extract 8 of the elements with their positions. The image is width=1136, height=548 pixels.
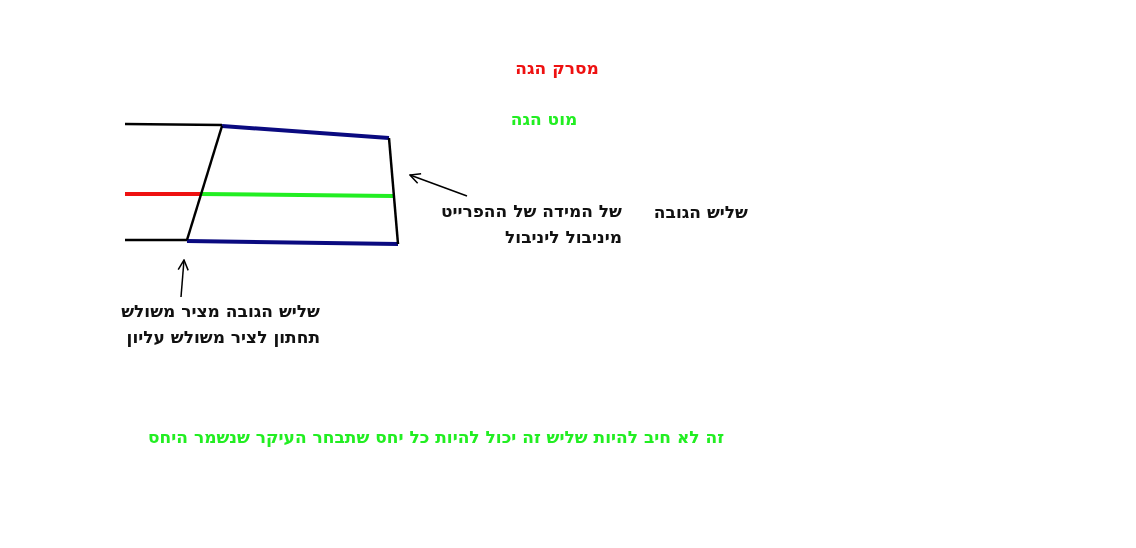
part-label: מוט הגה — [510, 108, 578, 131]
note-text: זה לא חיב להיות שליש זה יכול להיות כל יחס שתבחר העיקר שנשמר היחס — [148, 426, 724, 449]
leader-line — [177, 259, 189, 298]
leader-line — [409, 173, 468, 197]
annotation-text: שליש הגובה — [653, 201, 748, 224]
annotation-text: של המידה של ההפרייט מיניבול ליניבול — [439, 200, 622, 249]
annotation-text: שליש הגובה מציר משולש תחתון לציר משולש עליון — [120, 300, 320, 349]
part-label: מסרק הגה — [515, 57, 599, 80]
